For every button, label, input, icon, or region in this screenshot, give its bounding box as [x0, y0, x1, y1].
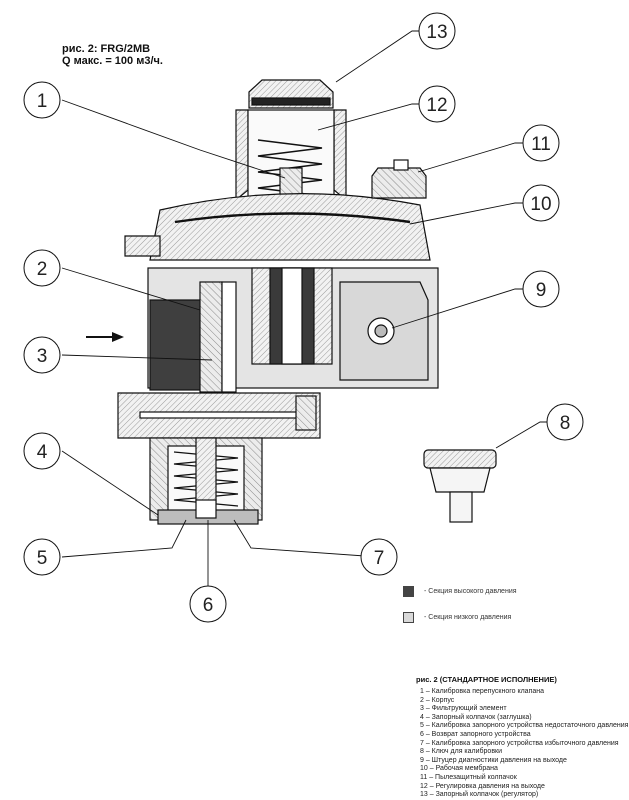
parts-list: 1 – Калибровка перепускного клапана 2 – … — [420, 688, 628, 800]
figure-header-line1: рис. 2: FRG/2MB — [62, 43, 151, 55]
svg-text:12: 12 — [426, 95, 447, 116]
list-item: 6 – Возврат запорного устройства — [420, 730, 531, 738]
flow-arrow — [86, 332, 124, 342]
callout-6: 6 — [189, 585, 227, 623]
legend-high-pressure-label: - Секция высокого давления — [424, 588, 517, 595]
svg-text:13: 13 — [426, 22, 447, 43]
callout-5: 5 — [23, 538, 61, 576]
callout-10: 10 — [522, 184, 560, 222]
svg-text:9: 9 — [536, 280, 547, 301]
list-item: 10 – Рабочая мембрана — [420, 765, 498, 773]
callout-9: 9 — [522, 270, 560, 308]
figure-header-line2: Q макс. = 100 м3/ч. — [62, 55, 163, 67]
callout-2: 2 — [23, 249, 61, 287]
svg-text:4: 4 — [37, 442, 48, 463]
svg-text:2: 2 — [37, 259, 48, 280]
regulator-body — [117, 79, 439, 525]
filter-element — [199, 281, 223, 393]
legend-low-pressure-swatch — [403, 612, 414, 623]
svg-text:1: 1 — [37, 91, 48, 112]
legend-low-pressure-label: - Секция низкого давления — [424, 614, 512, 621]
parts-list-title: рис. 2 (СТАНДАРТНОЕ ИСПОЛНЕНИЕ) — [416, 675, 557, 684]
list-item: 12 – Регулировка давления на выходе — [420, 782, 545, 790]
svg-text:5: 5 — [37, 548, 48, 569]
list-item: 7 – Калибровка запорного устройства избы… — [420, 739, 619, 747]
callout-12: 12 — [418, 85, 456, 123]
svg-text:3: 3 — [37, 346, 48, 367]
cap-ring — [251, 97, 331, 106]
callouts: 13 1 12 11 10 2 9 3 8 4 5 7 6 — [23, 12, 584, 623]
callout-11: 11 — [522, 124, 560, 162]
callout-8: 8 — [546, 403, 584, 441]
legend-high-pressure-swatch — [403, 586, 414, 597]
svg-text:8: 8 — [560, 413, 571, 434]
inlet-high-pressure — [149, 299, 203, 391]
dust-cap — [371, 167, 427, 199]
list-item: 5 – Калибровка запорного устройства недо… — [420, 722, 629, 730]
svg-text:7: 7 — [374, 548, 385, 569]
spring-housing — [235, 109, 249, 202]
upper-dome — [149, 193, 431, 261]
list-item: 11 – Пылезащитный колпачок — [420, 773, 517, 781]
calibration-key — [423, 449, 497, 523]
list-item: 1 – Калибровка перепускного клапана — [420, 688, 545, 695]
svg-text:6: 6 — [203, 595, 214, 616]
callout-13: 13 — [418, 12, 456, 50]
callout-7: 7 — [360, 538, 398, 576]
list-item: 9 – Штуцер диагностики давления на выход… — [420, 756, 567, 764]
list-item: 8 – Ключ для калибровки — [420, 748, 503, 756]
list-item: 3 – Фильтрующий элемент — [420, 705, 507, 713]
svg-text:10: 10 — [530, 194, 551, 215]
callout-3: 3 — [23, 336, 61, 374]
list-item: 4 – Запорный колпачок (заглушка) — [420, 713, 532, 721]
callout-1: 1 — [23, 81, 61, 119]
callout-4: 4 — [23, 432, 61, 470]
list-item: 13 – Запорный колпачок (регулятор) — [420, 791, 539, 799]
list-item: 2 – Корпус — [420, 696, 455, 704]
svg-text:11: 11 — [531, 134, 551, 155]
working-diaphragm — [174, 212, 411, 224]
left-ear — [124, 235, 161, 257]
